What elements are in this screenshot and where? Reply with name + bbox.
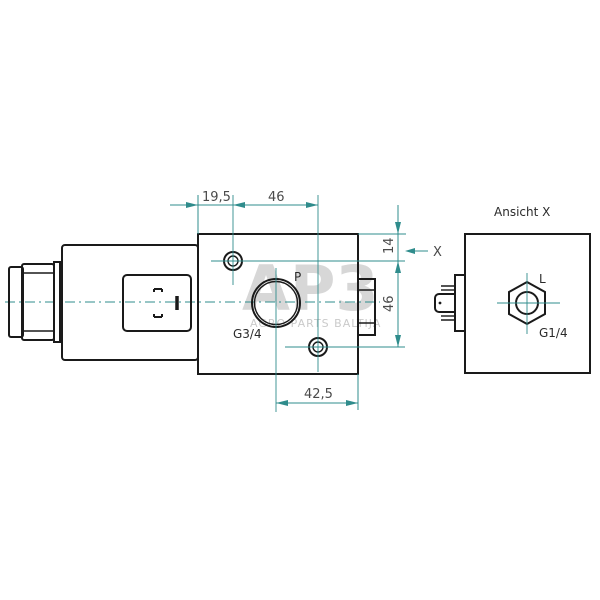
dimension-top: 19,5 46 (170, 190, 318, 234)
port-l-label: L (539, 272, 546, 286)
view-arrow-x: X (405, 245, 442, 260)
coil-nut (8, 261, 61, 343)
plug-right (357, 278, 376, 336)
port-p-label: P (294, 270, 301, 284)
view-title: Ansicht X (494, 205, 550, 219)
dim-hole-spacing: 46 (268, 190, 285, 205)
port-l-thread-label: G1/4 (539, 326, 568, 340)
dimension-right: 14 46 (358, 205, 406, 347)
valve-block (197, 195, 405, 412)
connector-pin (434, 293, 455, 313)
watermark-logo: AP3 (242, 252, 379, 325)
dim-offset-left: 19,5 (202, 190, 231, 205)
port-p-thread-label: G3/4 (233, 327, 262, 341)
dim-height: 46 (382, 295, 397, 312)
view-arrow-label: X (433, 245, 442, 260)
plug-pin-top (153, 288, 163, 292)
dim-port-offset: 42,5 (304, 387, 333, 402)
side-view: Ansicht X L G1/4 (434, 205, 591, 374)
plug-socket (122, 274, 192, 332)
port-l (497, 273, 560, 334)
watermark: AP3 AGRO PARTS BALTIJA (242, 252, 380, 330)
plug-pin-bottom (153, 314, 163, 318)
dimension-bottom: 42,5 (276, 374, 359, 410)
dim-offset-top: 14 (382, 237, 397, 254)
coil-body (61, 244, 199, 361)
